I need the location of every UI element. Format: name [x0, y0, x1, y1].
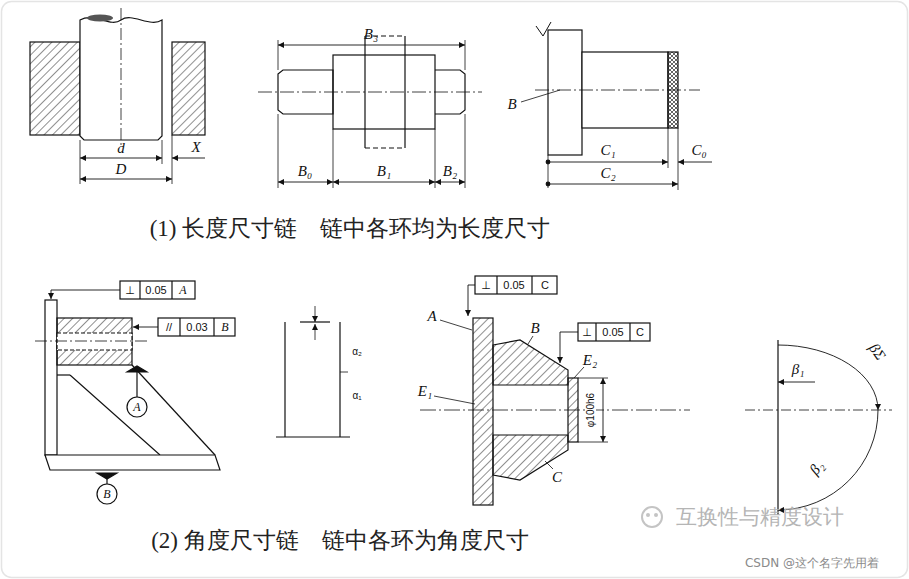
tolerance-symbol: ⊥ — [125, 285, 135, 296]
figure-caption: (1) 长度尺寸链 链中各环均为长度尺寸 — [150, 217, 551, 240]
dimension-label: d — [117, 141, 125, 156]
watermark: 互换性与精度设计 — [676, 507, 844, 528]
surface-label: E₁ — [418, 384, 432, 399]
datum-letter: A — [133, 401, 140, 413]
dimension-label: D — [116, 162, 127, 177]
shaft-hole-figure — [30, 8, 205, 184]
dimension-label: B₁ — [377, 164, 391, 179]
dimension-label: C₂ — [600, 166, 615, 181]
figure-caption: (2) 角度尺寸链 链中各环为角度尺寸 — [151, 529, 529, 552]
datum-letter: B — [221, 321, 228, 333]
datum-letter: A — [179, 284, 186, 296]
tolerance-value: 0.05 — [503, 280, 524, 291]
stepped-shaft-figure — [258, 36, 482, 188]
dimension-label: C₁ — [600, 143, 615, 158]
surface-label: E₂ — [583, 353, 597, 368]
surface-label: B — [530, 321, 539, 336]
dimension-label: X — [191, 140, 200, 155]
dimension-label: C₀ — [691, 143, 706, 158]
surface-label: A — [427, 309, 436, 324]
tolerance-value: 0.05 — [602, 327, 623, 338]
dimension-label: B₃ — [364, 27, 378, 42]
dimension-label: B₂ — [443, 164, 457, 179]
dimension-label: B₀ — [298, 164, 312, 179]
watermark-icon — [642, 507, 662, 527]
tolerance-value: 0.03 — [186, 322, 207, 333]
source-credit: CSDN @这个名字先用着 — [745, 557, 879, 569]
surface-label: C — [552, 470, 562, 485]
angle-label: β₁ — [792, 362, 805, 377]
angle-schematic — [276, 306, 350, 437]
bracket-figure — [35, 281, 235, 504]
flanged-part-figure — [521, 22, 712, 190]
angle-label: α₂ — [352, 347, 362, 357]
angle-label: α₁ — [352, 391, 361, 401]
datum-letter: B — [103, 488, 110, 500]
flange-figure — [420, 276, 690, 505]
tolerance-symbol: ⊥ — [582, 327, 592, 338]
tolerance-symbol: // — [166, 322, 172, 333]
angle-chain-figure — [745, 340, 892, 515]
datum-letter: C — [636, 327, 644, 338]
tolerance-value: 0.05 — [145, 285, 166, 296]
part-label: B — [507, 97, 516, 112]
datum-letter: C — [541, 280, 549, 291]
tolerance-symbol: ⊥ — [481, 280, 491, 291]
dimension-label: φ100h6 — [586, 392, 596, 428]
